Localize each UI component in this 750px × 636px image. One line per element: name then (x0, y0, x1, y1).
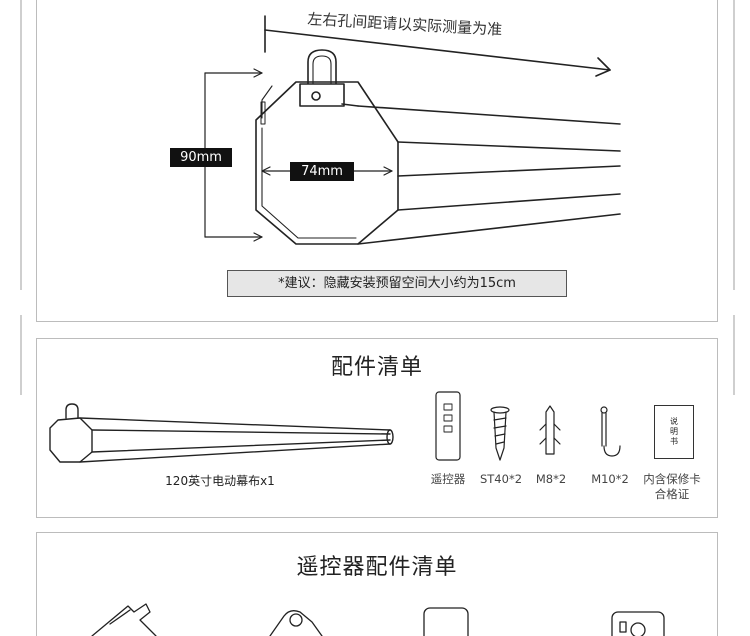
width-label: 74mm (290, 162, 354, 181)
manual-icon: 说 明 书 (654, 405, 694, 459)
install-note: *建议：隐藏安装预留空间大小约为15cm (227, 270, 567, 297)
manual-text-1: 说 (670, 417, 678, 426)
screen-caption: 120英寸电动幕布x1 (165, 474, 275, 488)
remote-icon (435, 391, 461, 461)
spacing-arrow (264, 15, 611, 77)
screen-tube (341, 103, 621, 245)
remote-caption: 遥控器 (430, 472, 466, 486)
manual-text-3: 书 (670, 437, 678, 446)
remote-accessories-title: 遥控器配件清单 (296, 555, 458, 580)
remote-parts-preview (91, 603, 665, 636)
anchor-icon (539, 405, 561, 455)
hook-bolt-icon (600, 406, 621, 457)
hook-caption: M10*2 (591, 472, 629, 486)
screw-caption: ST40*2 (479, 472, 523, 486)
screen-thumbnail (49, 403, 394, 463)
height-label: 90mm (170, 148, 232, 167)
warranty-caption: 内含保修卡合格证 (643, 472, 701, 501)
left-edge-line-2 (20, 315, 22, 395)
screw-icon (490, 406, 510, 461)
dimension-panel (36, 0, 718, 322)
remote-accessories-panel (36, 532, 718, 636)
right-edge-line-2 (733, 315, 735, 395)
manual-text-2: 明 (670, 427, 678, 436)
anchor-caption: M8*2 (535, 472, 567, 486)
hanging-hook (299, 49, 345, 107)
right-edge-line (733, 0, 735, 290)
accessories-panel (36, 338, 718, 518)
left-edge-line (20, 0, 22, 290)
accessories-title: 配件清单 (330, 355, 423, 380)
